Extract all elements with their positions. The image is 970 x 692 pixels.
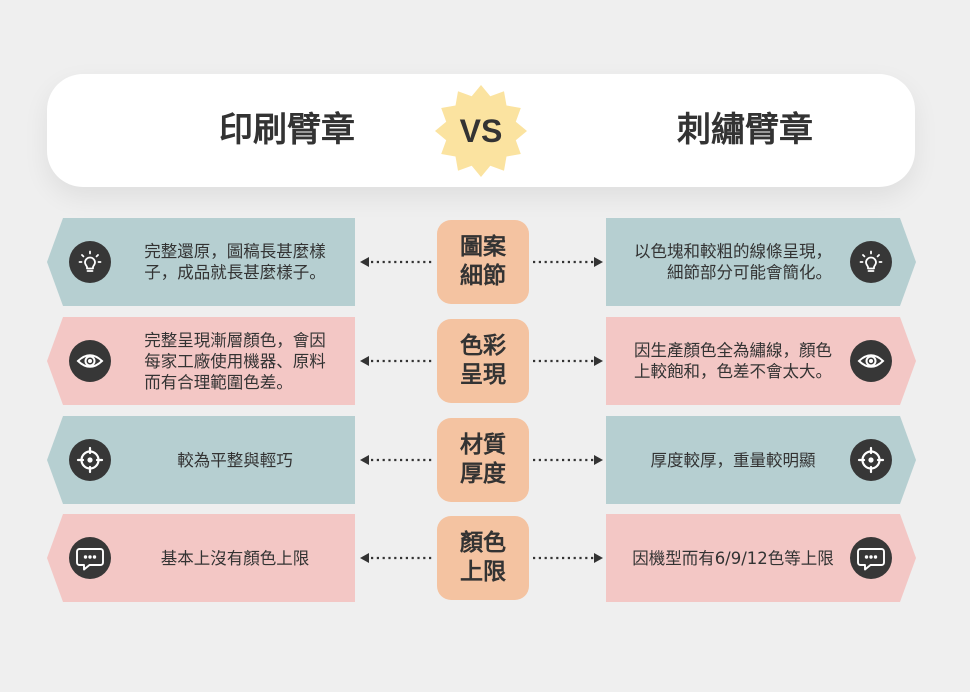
target-icon: [850, 439, 892, 481]
left-description: 基本上沒有顏色上限: [122, 514, 348, 602]
right-description: 厚度較厚，重量較明顯: [620, 416, 846, 504]
left-description: 完整呈現漸層顏色，會因每家工廠使用機器、原料而有合理範圍色差。: [122, 317, 348, 405]
left-title: 印刷臂章: [219, 110, 355, 150]
right-connector-arrow: [533, 356, 603, 366]
category-label-line: 細節: [460, 263, 506, 289]
eye-icon: [850, 340, 892, 382]
category-label-line: 色彩: [460, 333, 506, 359]
right-card: [606, 218, 916, 306]
lightbulb-icon: [850, 241, 892, 283]
description-line: 上較飽和，色差不會太大。: [634, 362, 832, 381]
left-connector-arrow: [360, 455, 434, 465]
left-card: [47, 514, 355, 602]
description-line: 較為平整與輕巧: [177, 450, 293, 470]
comparison-row: 完整還原，圖稿長甚麼樣子，成品就長甚麼樣子。 以色塊和較粗的線條呈現， 細節部分可能…: [0, 218, 970, 306]
left-card: [47, 317, 355, 405]
vs-badge: VS: [434, 84, 528, 178]
category-label-line: 上限: [460, 559, 506, 585]
left-description: 較為平整與輕巧: [122, 416, 348, 504]
target-icon: [69, 439, 111, 481]
left-card: [47, 218, 355, 306]
lightbulb-icon: [69, 241, 111, 283]
category-label: 圖案細節: [437, 220, 529, 304]
description-line: 細節部分可能會簡化。: [667, 263, 832, 282]
description-line: 完整還原，圖稿長甚麼樣: [144, 242, 326, 261]
right-connector-arrow: [533, 553, 603, 563]
left-connector-arrow: [360, 257, 434, 267]
chat-bubble-icon: [69, 537, 111, 579]
right-card: [606, 514, 916, 602]
category-label-line: 顏色: [460, 530, 506, 556]
left-card: [47, 416, 355, 504]
right-description: 以色塊和較粗的線條呈現， 細節部分可能會簡化。: [620, 218, 846, 306]
right-title: 刺繡臂章: [677, 110, 813, 150]
right-card: [606, 416, 916, 504]
right-connector-arrow: [533, 257, 603, 267]
description-line: 厚度較厚，重量較明顯: [650, 450, 816, 470]
description-line: 因機型而有6/9/12色等上限: [632, 548, 834, 568]
category-label-line: 圖案: [460, 234, 506, 260]
description-line: 每家工廠使用機器、原料: [144, 351, 326, 371]
category-label: 材質厚度: [437, 418, 529, 502]
category-label: 色彩呈現: [437, 319, 529, 403]
left-connector-arrow: [360, 356, 434, 366]
left-description: 完整還原，圖稿長甚麼樣子，成品就長甚麼樣子。: [122, 218, 348, 306]
right-description: 因機型而有6/9/12色等上限: [620, 514, 846, 602]
vs-text: VS: [459, 113, 503, 149]
category-label: 顏色上限: [437, 516, 529, 600]
star-badge-icon: [435, 85, 527, 177]
comparison-row: 較為平整與輕巧 厚度較厚，重量較明顯 材質厚度: [0, 416, 970, 504]
description-line: 子，成品就長甚麼樣子。: [144, 263, 326, 282]
right-description: 因生產顏色全為繡線，顏色上較飽和，色差不會太大。: [620, 317, 846, 405]
left-connector-arrow: [360, 553, 434, 563]
right-connector-arrow: [533, 455, 603, 465]
description-line: 以色塊和較粗的線條呈現，: [634, 242, 832, 261]
description-line: 而有合理範圍色差。: [144, 372, 293, 392]
category-label-line: 材質: [460, 432, 506, 458]
description-line: 完整呈現漸層顏色，會因: [144, 330, 326, 350]
eye-icon: [69, 340, 111, 382]
description-line: 基本上沒有顏色上限: [160, 548, 310, 568]
category-label-line: 厚度: [460, 461, 506, 487]
category-label-line: 呈現: [460, 362, 506, 388]
chat-bubble-icon: [850, 537, 892, 579]
comparison-row: 完整呈現漸層顏色，會因每家工廠使用機器、原料而有合理範圍色差。 因生產顏色全為繡線…: [0, 317, 970, 405]
comparison-row: 基本上沒有顏色上限 因機型而有6/9/12色等上限 顏色上限: [0, 514, 970, 602]
description-line: 因生產顏色全為繡線，顏色: [634, 341, 832, 360]
right-card: [606, 317, 916, 405]
